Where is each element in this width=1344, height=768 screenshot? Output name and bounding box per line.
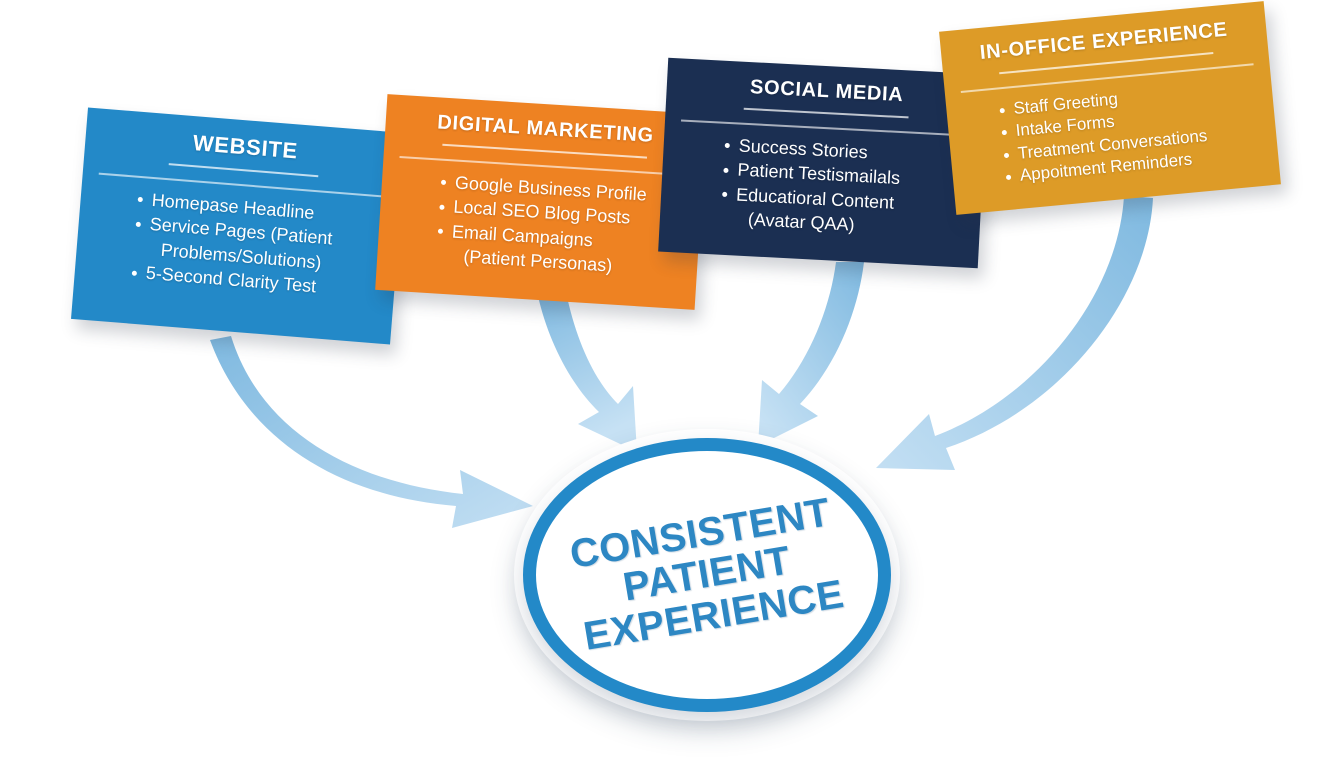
card-in-office-experience[interactable]: IN-OFFICE EXPERIENCE Staff Greeting Inta… xyxy=(939,1,1281,215)
card-in-office-experience-bullet-list: Staff Greeting Intake Forms Treatment Co… xyxy=(962,75,1263,191)
arrow-social-media-to-center xyxy=(758,262,864,446)
card-social-media[interactable]: SOCIAL MEDIA Success Stories Patient Tes… xyxy=(658,57,988,269)
card-digital-marketing-bullet-list: Google Business Profile Local SEO Blog P… xyxy=(393,168,686,282)
arrow-website-to-center xyxy=(210,336,533,528)
card-website-title: WEBSITE xyxy=(191,130,299,164)
card-website-bullet-list: Homepase Headline Service Pages (Patient… xyxy=(90,185,385,304)
card-website[interactable]: WEBSITE Homepase Headline Service Pages … xyxy=(71,107,407,345)
card-website-title-rule xyxy=(168,163,319,178)
center-node-consistent-patient-experience[interactable]: CONSISTENT PATIENT EXPERIENCE xyxy=(514,429,900,721)
arrow-in-office-to-center xyxy=(876,196,1153,470)
card-social-media-bullet-list: Success Stories Patient Testismailals Ed… xyxy=(675,131,968,243)
card-digital-marketing[interactable]: DIGITAL MARKETING Google Business Profil… xyxy=(375,94,707,310)
card-social-media-title-rule xyxy=(743,107,909,119)
center-node-label: CONSISTENT PATIENT EXPERIENCE xyxy=(503,410,911,741)
card-social-media-title: SOCIAL MEDIA xyxy=(749,76,905,107)
card-digital-marketing-title-rule xyxy=(441,143,647,159)
arrow-digital-marketing-to-center xyxy=(538,292,637,452)
